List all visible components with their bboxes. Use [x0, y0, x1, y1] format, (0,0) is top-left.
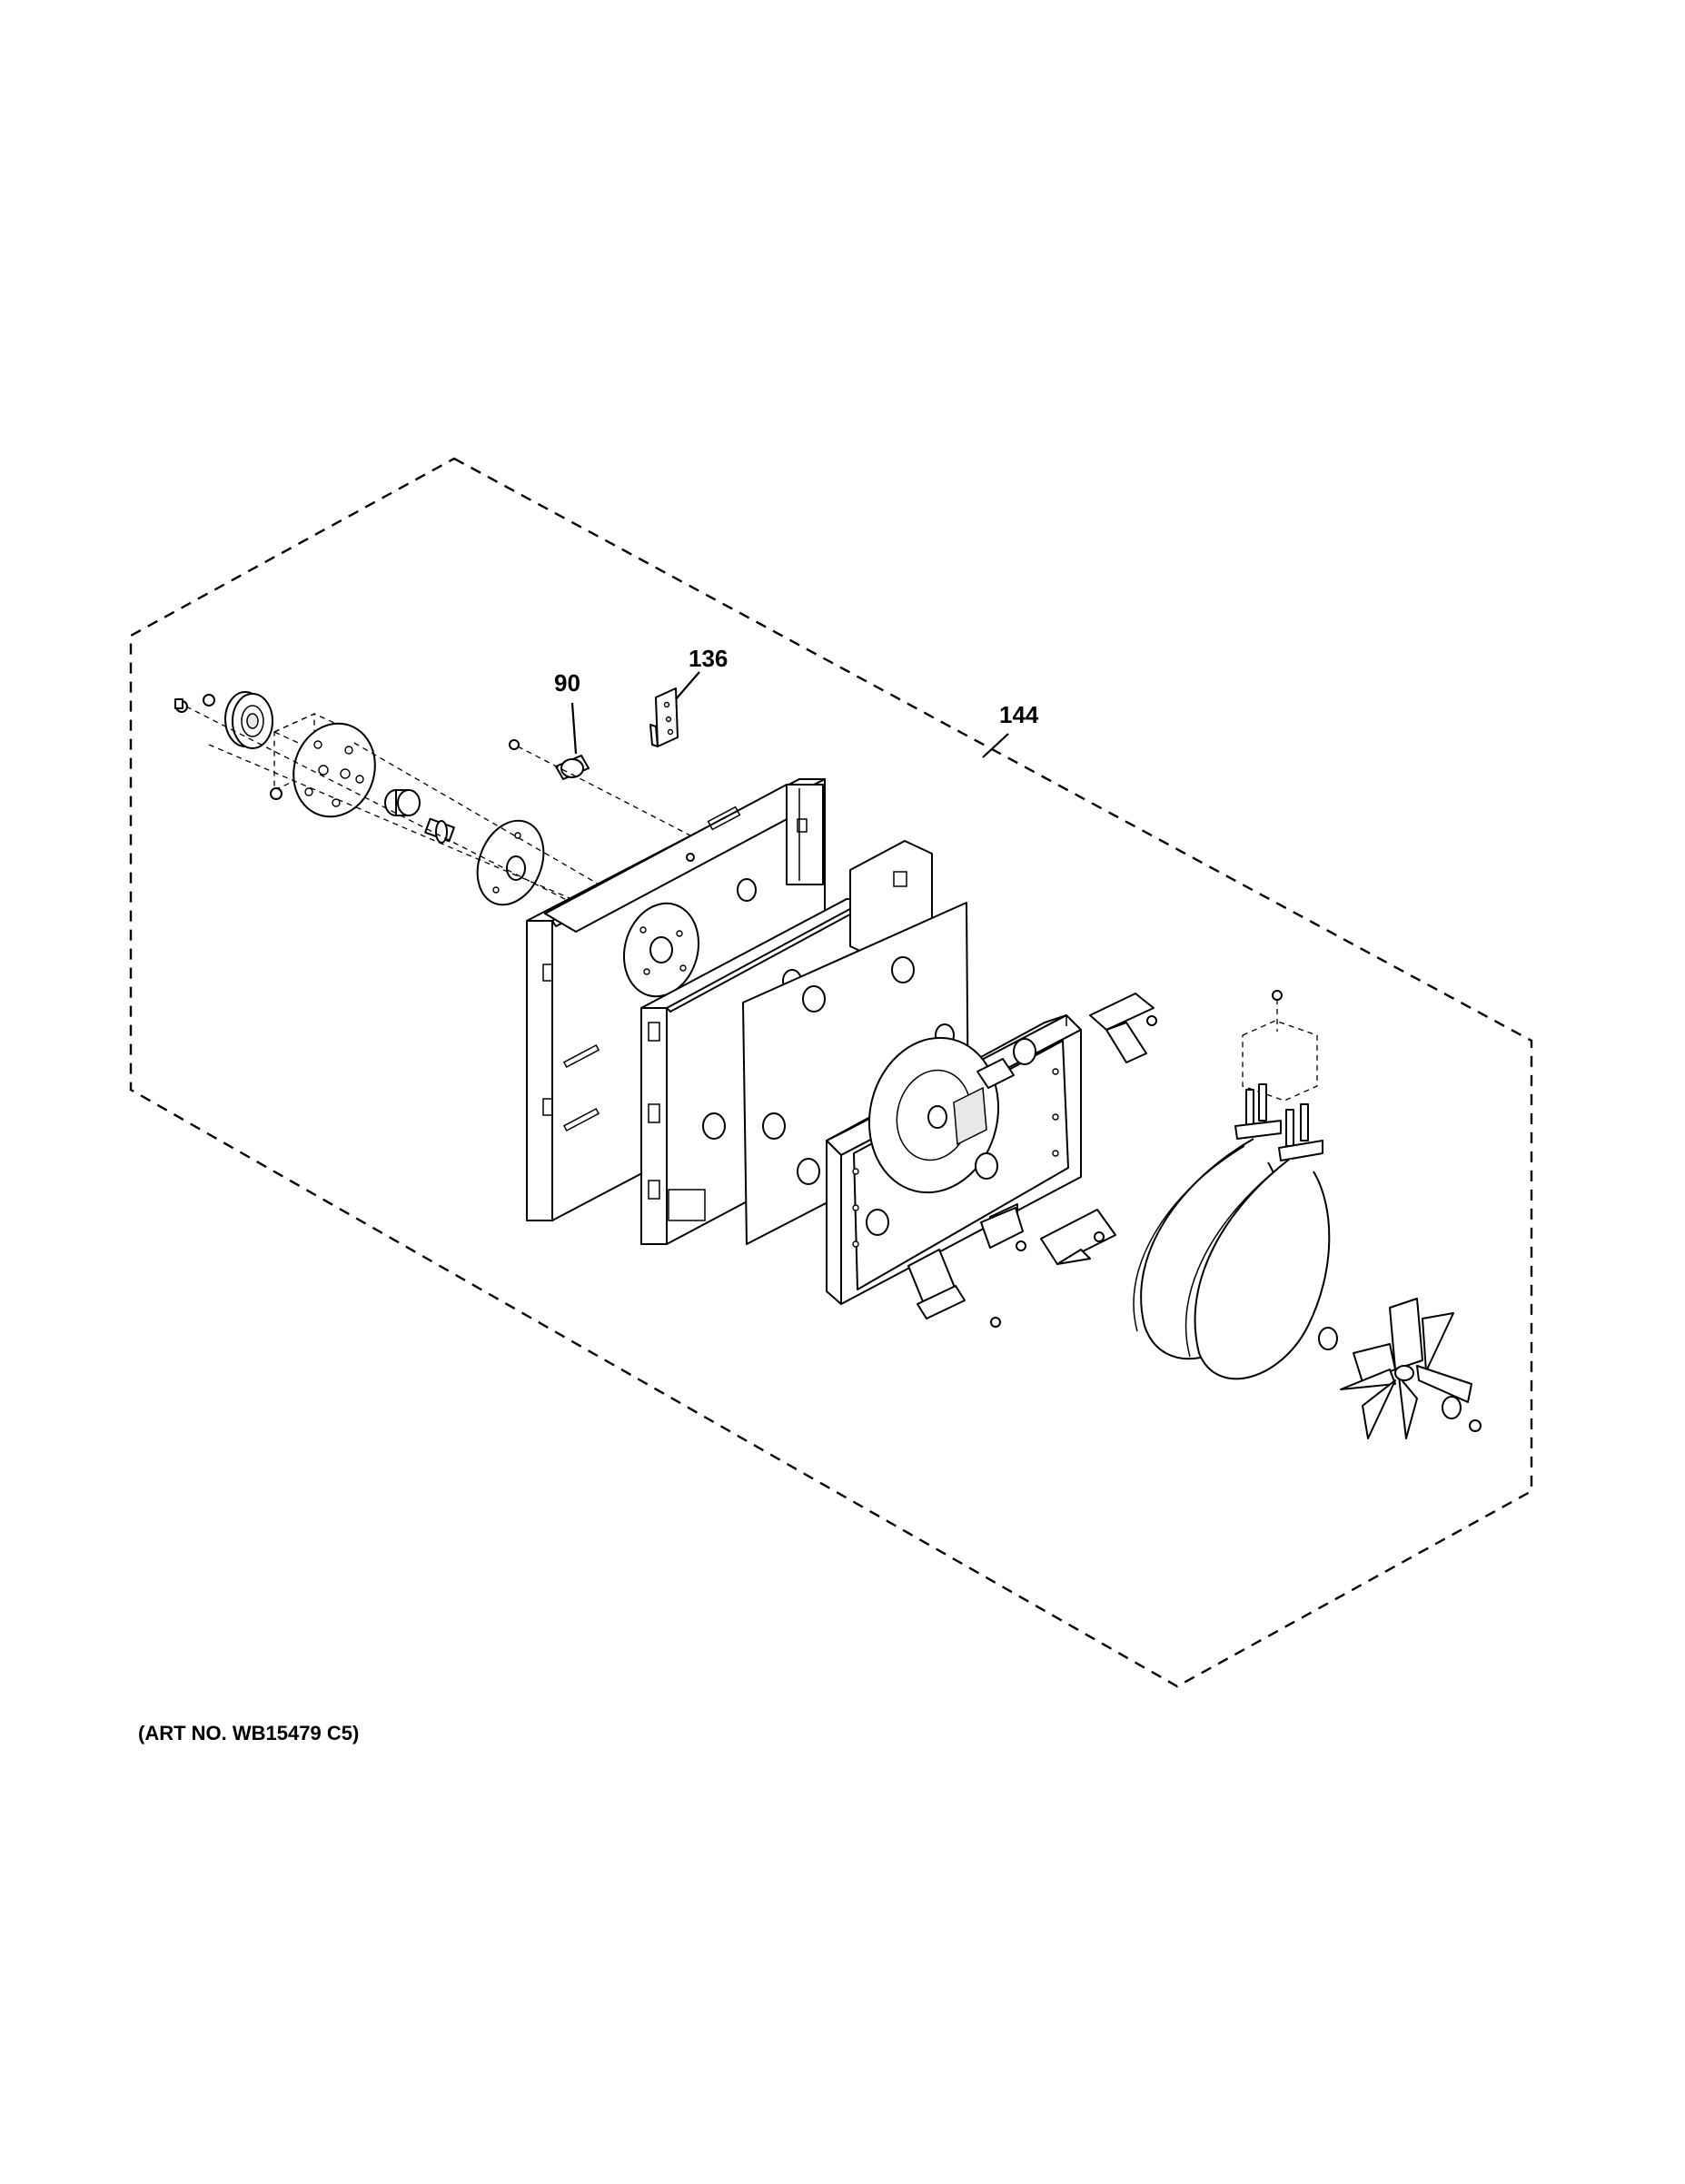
part-136-bracket [649, 687, 679, 747]
front-frame [826, 1014, 1082, 1305]
callout-144: 144 [999, 701, 1039, 728]
convection-fan [1318, 1298, 1482, 1439]
motor-hardware [174, 691, 782, 991]
callout-136: 136 [689, 645, 729, 672]
leader-136 [675, 671, 700, 700]
callout-90: 90 [554, 669, 580, 697]
leader-144 [982, 733, 1009, 758]
bake-element [1133, 990, 1331, 1380]
part-90-thermostat [509, 739, 691, 836]
assembly-144-boundary [129, 457, 1533, 1688]
leader-90 [570, 702, 578, 755]
mounting-clips [907, 993, 1157, 1328]
art-number: (ART NO. WB15479 C5) [138, 1722, 360, 1744]
